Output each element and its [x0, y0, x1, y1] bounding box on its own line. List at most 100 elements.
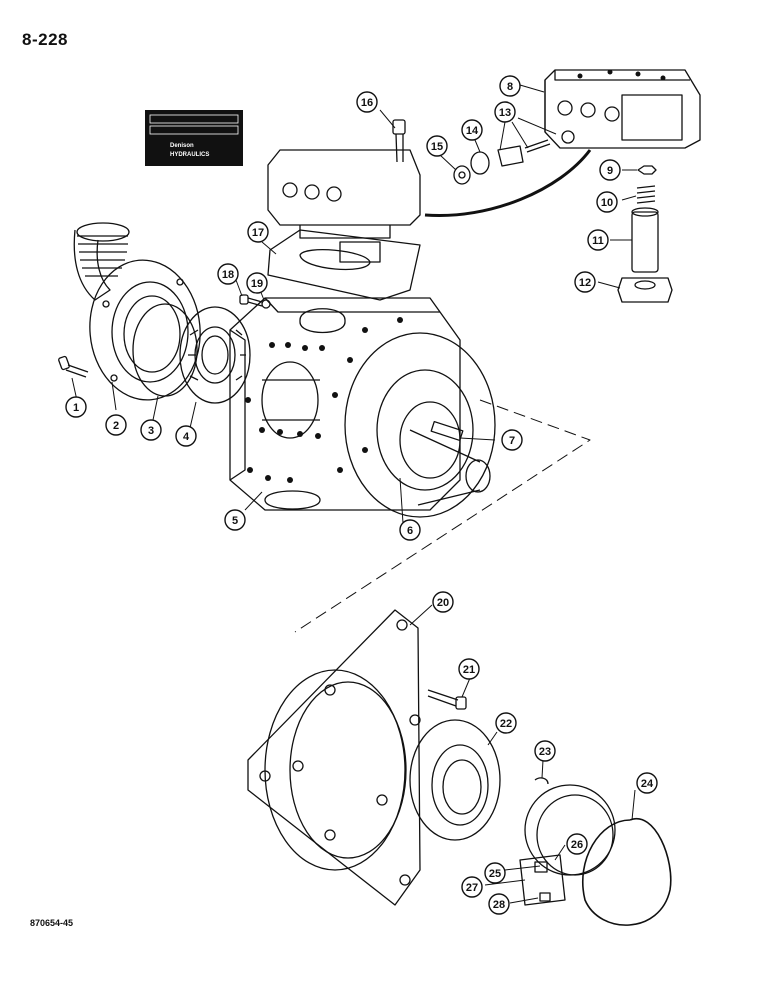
callout-20: 20 — [432, 591, 454, 613]
callout-9: 9 — [599, 159, 621, 181]
callout-label: 22 — [500, 718, 512, 730]
callout-circle — [461, 876, 483, 898]
callout-circle — [356, 91, 378, 113]
callout-label: 16 — [361, 97, 373, 109]
callout-label: 3 — [148, 425, 154, 437]
callout-19: 19 — [246, 272, 268, 294]
part-bearing-front — [179, 306, 251, 404]
nameplate: Denison HYDRAULICS — [145, 110, 243, 166]
callout-label: 28 — [493, 899, 505, 911]
callout-circle — [247, 221, 269, 243]
callout-circle — [224, 509, 246, 531]
part-pump-body — [229, 297, 461, 511]
callout-circle — [461, 119, 483, 141]
callout-15: 15 — [426, 135, 448, 157]
callout-8: 8 — [499, 75, 521, 97]
part-valve-stack — [617, 165, 673, 303]
callout-circle — [432, 591, 454, 613]
callout-label: 1 — [73, 402, 79, 414]
part-valve-block — [267, 149, 421, 263]
part-relief-valve-housing — [544, 69, 701, 149]
callout-label: 8 — [507, 81, 513, 93]
callout-circle — [587, 229, 609, 251]
callout-circle — [140, 419, 162, 441]
callout-circle — [636, 772, 658, 794]
callout-27: 27 — [461, 876, 483, 898]
callout-label: 7 — [509, 435, 515, 447]
callout-label: 11 — [592, 235, 604, 247]
callout-17: 17 — [247, 221, 269, 243]
callout-22: 22 — [495, 712, 517, 734]
callout-16: 16 — [356, 91, 378, 113]
callout-circle — [501, 429, 523, 451]
callout-circle — [495, 712, 517, 734]
callout-circle — [488, 893, 510, 915]
callout-circle — [65, 396, 87, 418]
callout-23: 23 — [534, 740, 556, 762]
callout-21: 21 — [458, 658, 480, 680]
nameplate-subtitle: HYDRAULICS — [170, 152, 209, 158]
part-mounting-flange — [247, 609, 421, 906]
callout-circle — [458, 658, 480, 680]
part-cap-screw — [58, 355, 89, 378]
callout-label: 10 — [601, 197, 613, 209]
part-o-ring-housing — [132, 303, 198, 397]
callout-28: 28 — [488, 893, 510, 915]
part-bearing-rear — [409, 719, 501, 841]
callout-label: 19 — [251, 278, 263, 290]
callout-circle — [105, 414, 127, 436]
callout-label: 26 — [571, 839, 583, 851]
callout-circle — [599, 159, 621, 181]
nameplate-brand: Denison — [170, 143, 194, 149]
leader-lines — [71, 84, 637, 904]
assembly-centerline — [294, 399, 591, 633]
callout-label: 25 — [489, 868, 501, 880]
callout-circle — [175, 425, 197, 447]
part-screw-washer — [239, 294, 271, 309]
callout-3: 3 — [140, 419, 162, 441]
callout-circle — [566, 833, 588, 855]
callout-14: 14 — [461, 119, 483, 141]
callout-circle — [534, 740, 556, 762]
callout-24: 24 — [636, 772, 658, 794]
callout-label: 12 — [579, 277, 591, 289]
callout-circle — [399, 519, 421, 541]
callout-label: 17 — [252, 227, 264, 239]
callout-label: 24 — [641, 778, 654, 790]
oil-line — [424, 149, 592, 218]
callout-label: 13 — [499, 107, 511, 119]
callout-18: 18 — [217, 263, 239, 285]
callout-label: 21 — [463, 664, 475, 676]
callout-5: 5 — [224, 509, 246, 531]
part-shaft-assembly — [344, 332, 496, 518]
page-number: 8-228 — [22, 30, 68, 49]
callout-label: 5 — [232, 515, 238, 527]
callout-label: 18 — [222, 269, 234, 281]
callout-13: 13 — [494, 101, 516, 123]
figure-code: 870654-45 — [30, 918, 74, 928]
callout-circle — [596, 191, 618, 213]
callout-4: 4 — [175, 425, 197, 447]
callout-circle — [574, 271, 596, 293]
part-elbow-housing — [73, 222, 201, 401]
callout-label: 27 — [466, 882, 478, 894]
part-flange-bolt — [427, 689, 467, 710]
callout-label: 2 — [113, 420, 119, 432]
callout-2: 2 — [105, 414, 127, 436]
callout-label: 14 — [466, 125, 479, 137]
callout-circle — [246, 272, 268, 294]
callout-label: 6 — [407, 525, 413, 537]
callout-25: 25 — [484, 862, 506, 884]
callout-10: 10 — [596, 191, 618, 213]
callout-circle — [484, 862, 506, 884]
callout-circle — [494, 101, 516, 123]
callout-label: 9 — [607, 165, 613, 177]
part-poppet-set — [453, 130, 575, 185]
callout-11: 11 — [587, 229, 609, 251]
callout-label: 23 — [539, 746, 551, 758]
part-bolt-top — [392, 119, 406, 163]
callout-label: 20 — [437, 597, 449, 609]
callout-12: 12 — [574, 271, 596, 293]
